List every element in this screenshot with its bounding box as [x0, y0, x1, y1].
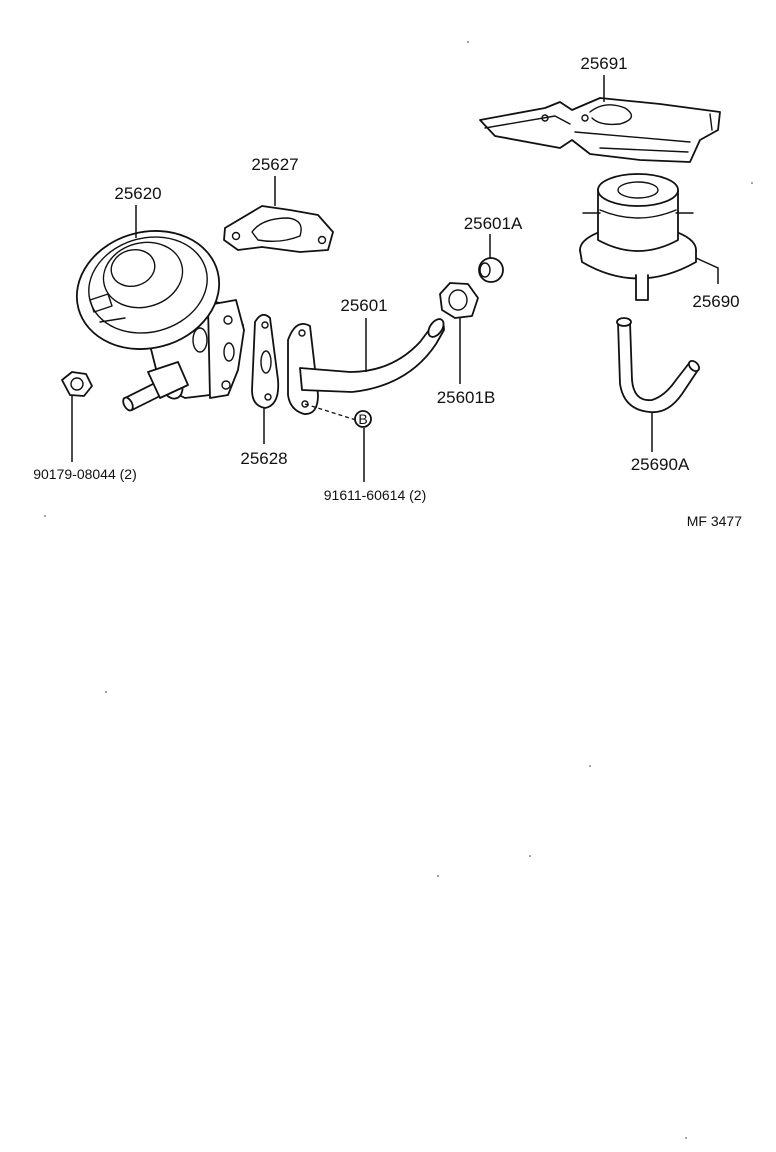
label-gasket-lower: 25628 [240, 449, 287, 468]
label-nut: 90179-08044 (2) [33, 466, 137, 482]
bolt-callout-marker-text: B [358, 411, 367, 427]
label-vacuum-hose: 25690A [631, 455, 690, 474]
gasket-25628-drawing [251, 313, 280, 409]
pipe-25601-drawing [287, 318, 445, 415]
figure-code: MF 3477 [687, 513, 742, 529]
label-pipe-sleeve: 25601A [464, 214, 523, 233]
label-bolt: 91611-60614 (2) [324, 487, 426, 503]
scan-specks [44, 41, 753, 1139]
label-gasket-upper: 25627 [251, 155, 298, 174]
label-pipe: 25601 [340, 296, 387, 315]
bracket-25691-drawing [479, 97, 721, 163]
bolt-callout-marker: B [354, 410, 372, 428]
leader-lines [71, 75, 719, 482]
nut-90179-drawing [61, 371, 93, 397]
gasket-25627-drawing [223, 205, 334, 253]
label-vacuum-modulator: 25690 [692, 292, 739, 311]
label-modulator-bracket: 25691 [580, 54, 627, 73]
label-union-nut: 25601B [437, 388, 496, 407]
egr-valve-drawing [75, 230, 245, 412]
vacuum-hose-25690a-drawing [616, 317, 700, 414]
union-nut-25601b-drawing [439, 282, 479, 319]
label-egr-valve: 25620 [114, 184, 161, 203]
sleeve-25601a-drawing [478, 257, 504, 283]
vacuum-modulator-25690-drawing [579, 173, 697, 301]
